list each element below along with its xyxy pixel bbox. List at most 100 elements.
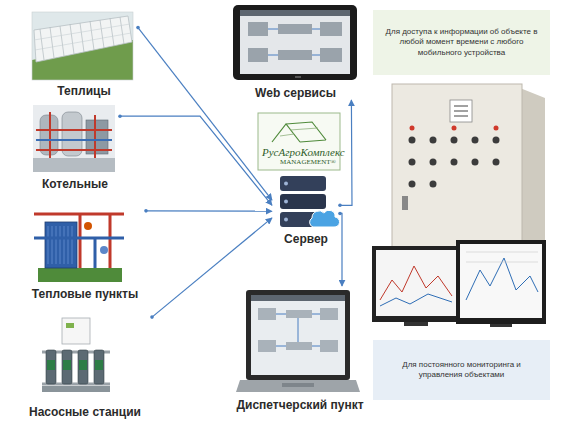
connector-dot	[338, 204, 342, 208]
node-caption: Web сервисы	[232, 86, 359, 100]
picture-frame	[32, 12, 133, 80]
valve	[84, 222, 92, 230]
picture-node: Тепловые пункты	[24, 203, 146, 301]
heat-exchanger	[45, 222, 77, 268]
boiler-picture	[33, 105, 115, 172]
pump-station-picture	[42, 318, 110, 392]
connector-arrow	[120, 116, 272, 205]
node-caption: Теплицы	[30, 84, 138, 98]
connector-dot	[144, 209, 148, 213]
logo-greenhouse	[272, 122, 326, 142]
connector-dot	[136, 26, 140, 30]
node-caption: Сервер	[272, 232, 340, 246]
screen-bar	[251, 295, 345, 301]
picture-node: Котельные	[30, 103, 120, 191]
server-unit	[280, 194, 326, 209]
cabinet-side	[520, 88, 545, 255]
logo-frame	[258, 113, 340, 170]
sky	[32, 12, 133, 80]
monitor-screen	[460, 244, 542, 318]
screen-scheme	[248, 22, 342, 62]
touchpad	[282, 383, 314, 387]
connector-arrow	[340, 213, 342, 286]
blue-pipes	[34, 238, 124, 268]
monitor-stand	[490, 324, 512, 327]
node-caption: Тепловые пункты	[24, 287, 146, 301]
logo-text: РусАгроКомплекс	[262, 146, 345, 158]
monitors-picture	[372, 240, 546, 327]
cabinet-panel	[450, 100, 472, 122]
connector-dot	[150, 315, 154, 319]
tablet-screen	[240, 10, 350, 74]
cabinet-lamps	[410, 126, 499, 131]
panel-lines	[454, 106, 468, 116]
picture-node: Насосные станции	[18, 315, 152, 419]
floor	[33, 158, 115, 172]
roof-ridges	[40, 17, 124, 60]
plates	[48, 226, 72, 264]
connector-arrow	[146, 210, 272, 212]
door-handle	[402, 196, 408, 210]
picture-node: Диспетчерский пункт	[230, 286, 370, 412]
node-caption: Котельные	[30, 177, 120, 191]
red-pipes	[36, 112, 112, 160]
connector-arrow	[152, 218, 272, 317]
node-caption: Диспетчерский пункт	[230, 398, 370, 412]
heat-point-picture	[34, 214, 124, 282]
chart-line	[380, 294, 452, 306]
room-bg	[33, 105, 115, 172]
pump-base	[42, 386, 110, 392]
pump-motors	[47, 360, 103, 370]
picture-node: Теплицы	[30, 10, 138, 98]
connector-arrow	[138, 28, 272, 201]
picture-node: Сервер	[272, 172, 340, 246]
control-cabinet-picture	[392, 84, 545, 256]
picture-node: Web сервисы	[232, 4, 359, 100]
tablet-picture	[233, 5, 357, 80]
laptop-lid	[246, 290, 350, 380]
chart-grid	[466, 252, 538, 262]
note-box: Для доступа к информации об объекте в лю…	[373, 10, 550, 75]
boiler-unit	[86, 120, 108, 154]
control-box	[62, 318, 90, 344]
roof-lines	[34, 24, 131, 50]
home-button	[295, 76, 301, 78]
server-unit	[280, 176, 326, 191]
red-pipes	[34, 214, 124, 268]
connector-dot	[338, 212, 342, 216]
monitor-stand	[404, 322, 428, 326]
chart-line	[466, 258, 538, 300]
laptop-screen	[251, 295, 345, 375]
screen-lines	[268, 29, 320, 55]
connector-dot	[118, 114, 122, 118]
chart-line	[380, 266, 452, 300]
cloud-icon	[310, 210, 340, 227]
screen-scheme	[258, 308, 338, 352]
cabinet-door	[392, 84, 522, 256]
monitor-frame	[372, 246, 460, 322]
laptop-base	[236, 380, 360, 392]
control-display	[66, 323, 74, 328]
laptop-picture	[236, 290, 360, 392]
note-box: Для постоянного мониторинга и управления…	[373, 340, 550, 400]
server-icon	[280, 176, 340, 227]
monitor-screen	[376, 250, 456, 316]
pump	[100, 246, 108, 254]
note-text: Для постоянного мониторинга и управления…	[381, 360, 542, 381]
logo-text: MANAGEMENT®	[280, 158, 336, 166]
frame-base	[38, 268, 122, 282]
greenhouse-picture	[32, 12, 133, 80]
node-caption: Насосные станции	[18, 405, 152, 419]
screen-lines	[276, 314, 320, 346]
logo-lines	[280, 128, 318, 136]
monitor-frame	[456, 240, 546, 324]
pumps	[46, 350, 104, 384]
tablet-frame	[233, 5, 357, 80]
company-logo	[258, 113, 340, 170]
cabinet-buttons	[409, 137, 500, 188]
screen-bar	[240, 10, 350, 16]
greenhouse-roof	[34, 16, 132, 62]
note-text: Для доступа к информации об объекте в лю…	[381, 27, 542, 58]
server-leds	[284, 182, 288, 222]
